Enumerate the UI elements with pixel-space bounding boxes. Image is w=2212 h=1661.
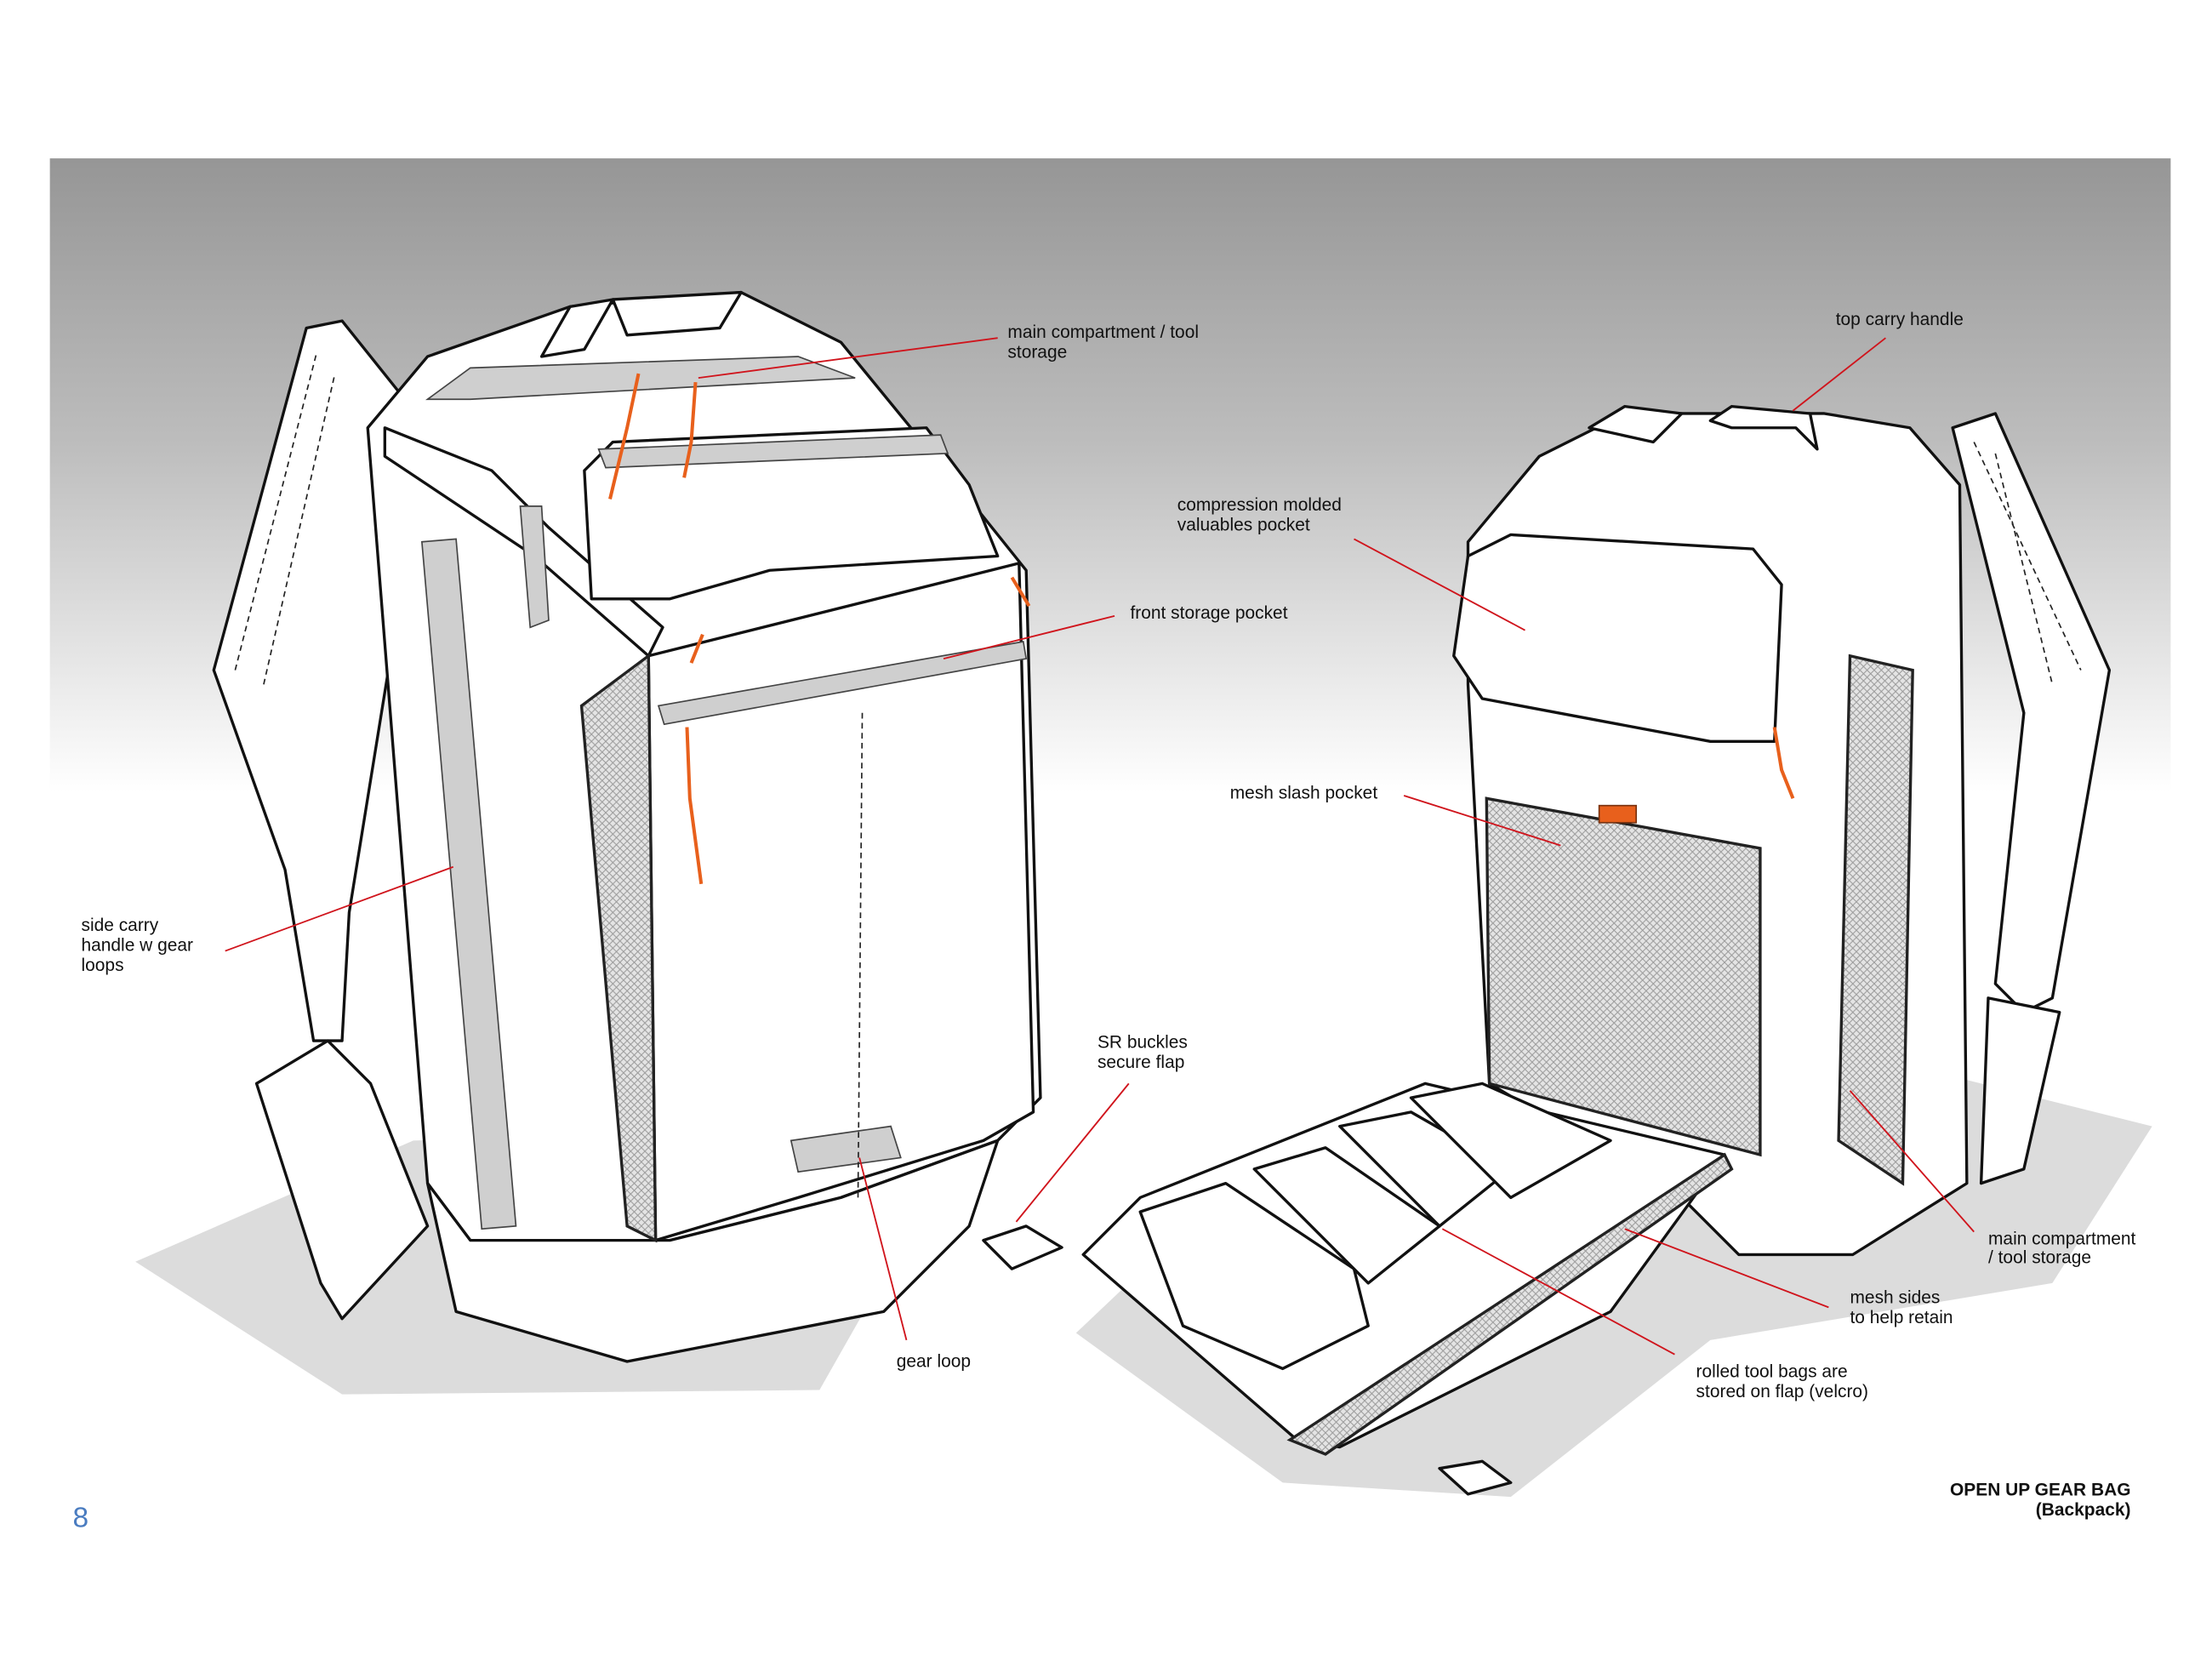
leader-mesh-sides	[1624, 1228, 1829, 1309]
leader-side-carry-handle	[225, 865, 454, 952]
leader-front-storage-pocket	[943, 614, 1115, 660]
leader-top-carry-handle	[1792, 337, 1886, 412]
leader-gear-loop	[858, 1157, 908, 1341]
leader-compression-pocket	[1354, 538, 1525, 631]
leader-rolled-tool-bags	[1441, 1228, 1675, 1356]
leader-mesh-slash-pocket	[1403, 795, 1561, 847]
label-gear-loop: gear loop	[897, 1352, 971, 1372]
leader-main-compartment-top	[698, 337, 998, 380]
label-top-carry-handle: top carry handle	[1836, 310, 1964, 329]
page-title: OPEN UP GEAR BAG(Backpack)	[1950, 1481, 2131, 1520]
label-main-compartment-side: main compartment/ tool storage	[1988, 1230, 2136, 1268]
leader-sr-buckles	[1015, 1082, 1130, 1223]
page-number: 8	[72, 1502, 88, 1533]
label-mesh-slash-pocket: mesh slash pocket	[1230, 783, 1378, 802]
leader-main-compartment-side	[1849, 1090, 1975, 1233]
label-front-storage-pocket: front storage pocket	[1130, 603, 1287, 623]
left-backpack-drawing	[212, 290, 1042, 1363]
right-backpack-drawing	[982, 404, 2112, 1496]
